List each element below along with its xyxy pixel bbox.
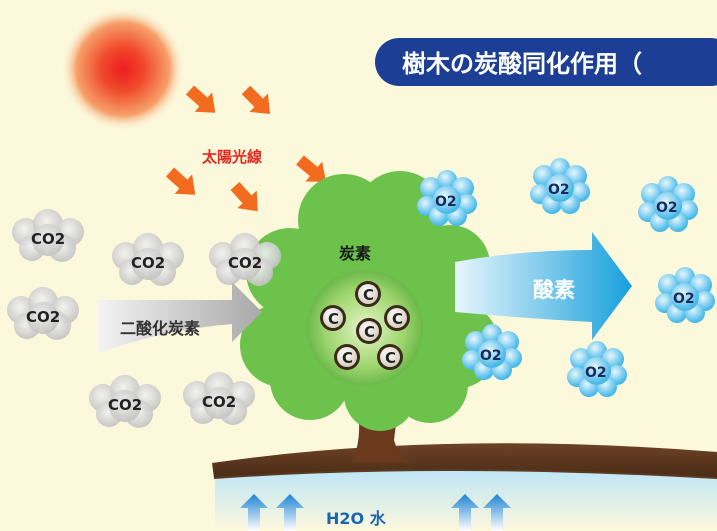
co2-molecule: CO2 [183, 372, 255, 425]
co2-text: CO2 [31, 230, 65, 248]
sunlight-arrows [165, 85, 327, 212]
sunlight-label: 太陽光線 [202, 148, 262, 166]
carbon-atom-text: C [364, 323, 375, 341]
co2-molecule: CO2 [209, 233, 281, 286]
carbon-atom-text: C [342, 349, 353, 367]
co2-molecule: CO2 [89, 375, 161, 428]
carbon-atom-text: C [392, 310, 403, 328]
water-arrows [240, 494, 511, 531]
carbon-atom: C [377, 344, 403, 370]
co2-intake-arrow [97, 282, 262, 354]
carbon-atom-text: C [363, 286, 374, 304]
carbon-atom: C [356, 318, 382, 344]
co2-text: CO2 [131, 254, 165, 272]
o2-molecule: O2 [417, 170, 477, 226]
title-text: 樹木の炭酸同化作用（ [402, 50, 642, 78]
sun-icon [61, 7, 185, 131]
o2-text: O2 [673, 291, 695, 307]
carbon-atom: C [334, 344, 360, 370]
o2-molecule: O2 [462, 324, 522, 380]
oxygen-output-arrow [455, 232, 632, 340]
carbon-atom: C [355, 281, 381, 307]
co2-text: CO2 [202, 393, 236, 411]
o2-molecule: O2 [530, 158, 590, 214]
water-label: H2O 水 [326, 509, 387, 528]
co2-text: CO2 [26, 308, 60, 326]
oxygen-label: 酸素 [533, 278, 575, 302]
co2-molecule: CO2 [7, 287, 79, 340]
carbon-dioxide-label: 二酸化炭素 [120, 319, 200, 338]
o2-molecule: O2 [638, 176, 698, 232]
o2-text: O2 [585, 365, 607, 381]
o2-text: O2 [435, 194, 457, 210]
co2-molecule: CO2 [112, 233, 184, 286]
co2-text: CO2 [228, 254, 262, 272]
o2-molecule: O2 [655, 267, 715, 323]
o2-text: O2 [480, 348, 502, 364]
o2-text: O2 [656, 200, 678, 216]
title-banner: 樹木の炭酸同化作用（ [375, 38, 717, 86]
o2-molecule: O2 [567, 341, 627, 397]
co2-text: CO2 [108, 396, 142, 414]
carbon-atom-text: C [385, 349, 396, 367]
carbon-atom: C [384, 305, 410, 331]
carbon-label: 炭素 [339, 244, 371, 263]
carbon-atom: C [320, 305, 346, 331]
co2-molecule: CO2 [12, 209, 84, 262]
carbon-atom-text: C [328, 310, 339, 328]
ground [212, 443, 717, 479]
o2-text: O2 [548, 182, 570, 198]
